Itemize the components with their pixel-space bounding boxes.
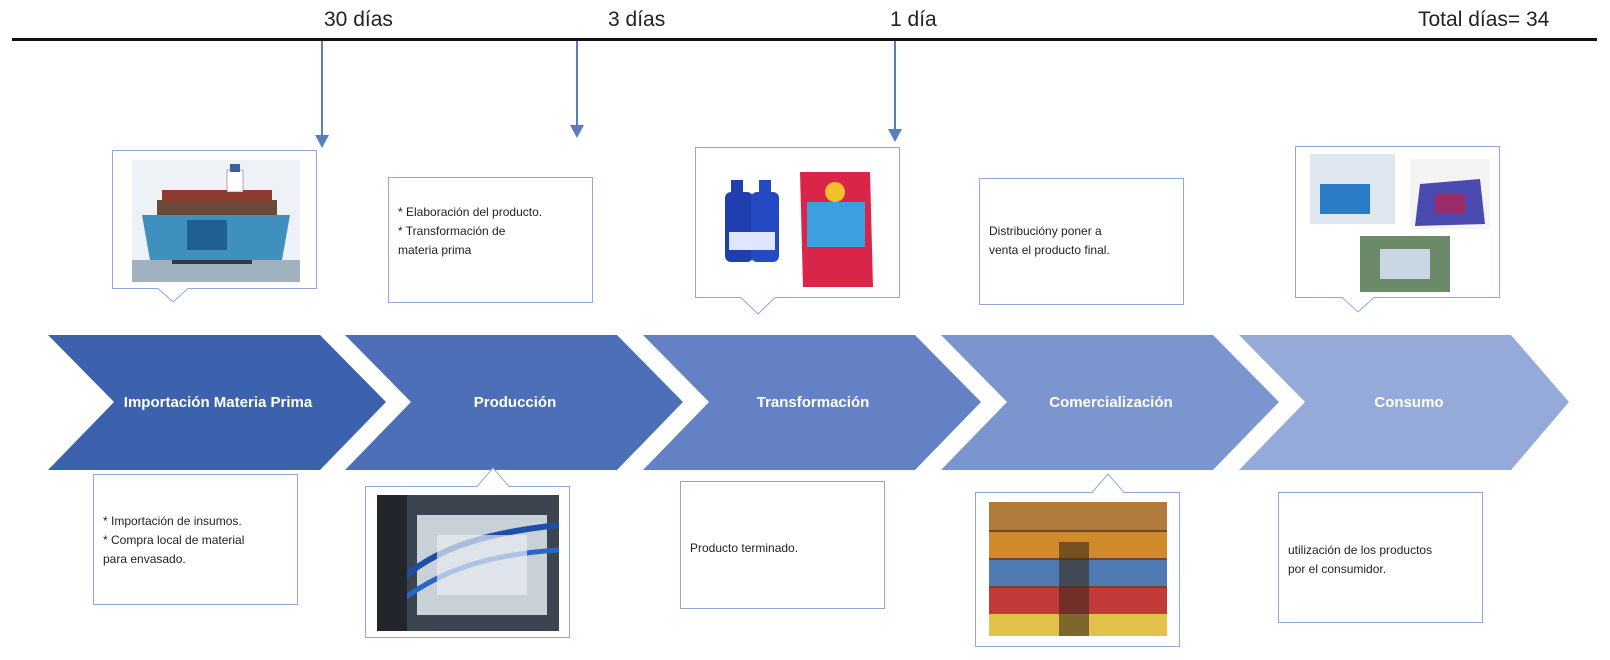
callout-store	[975, 472, 1180, 647]
stage-consumo: Consumo	[1239, 335, 1579, 470]
callout-frame	[93, 474, 298, 605]
callout-products	[695, 147, 900, 322]
detergent-bottles-image	[715, 162, 885, 292]
callout-frame	[680, 481, 885, 609]
stage-label-transformacion: Transformación	[756, 393, 870, 411]
callout-consumption	[1295, 146, 1500, 321]
grocery-store-image	[989, 502, 1167, 636]
callout-consumo-text: utilización de los productos por el cons…	[1288, 543, 1433, 576]
arrow-down-icon	[888, 129, 902, 142]
timeline-total-label: Total días= 34	[1418, 8, 1550, 31]
callout-produccion: * Elaboración del producto. * Transforma…	[388, 177, 593, 327]
callout-frame	[979, 178, 1184, 305]
arrow-shaft	[321, 41, 323, 137]
laundry-photos-image	[1310, 154, 1490, 294]
stage-label-consumo: Consumo	[1374, 393, 1444, 411]
callout-factory	[365, 462, 570, 638]
chevron-shape	[48, 335, 386, 470]
stage-comercializacion: Comercialización	[941, 335, 1281, 470]
stage-transformacion: Transformación	[643, 335, 983, 470]
timeline-label-1-day: 1 día	[890, 8, 937, 31]
cargo-ship-image	[132, 160, 300, 282]
chevron-shape	[345, 335, 683, 470]
chevron-shape	[1239, 335, 1569, 470]
callout-importacion: * Importación de insumos. * Compra local…	[93, 474, 298, 606]
callout-consumo: utilización de los productos por el cons…	[1278, 492, 1483, 623]
timeline-label-3-days: 3 días	[608, 8, 666, 31]
callout-ship	[112, 150, 317, 320]
arrow-down-icon	[570, 125, 584, 138]
callout-comercializacion-text: Distribucióny poner a venta el producto …	[989, 224, 1110, 257]
stage-importacion: Importación Materia Prima	[48, 335, 388, 470]
timeline-axis	[12, 38, 1597, 41]
stage-produccion: Producción	[345, 335, 685, 470]
stage-label-importacion: Importación Materia Prima	[123, 393, 313, 411]
factory-machinery-image	[377, 495, 559, 631]
chevron-shape	[643, 335, 981, 470]
callout-transformacion: Producto terminado.	[680, 481, 885, 609]
chevron-shape	[941, 335, 1279, 470]
stage-label-produccion: Producción	[473, 393, 557, 411]
arrow-shaft	[576, 41, 578, 127]
timeline-label-30-days: 30 días	[324, 8, 393, 31]
callout-importacion-text: * Importación de insumos. * Compra local…	[103, 514, 245, 566]
callout-frame	[1278, 492, 1483, 623]
stage-label-comercializacion: Comercialización	[1049, 393, 1173, 411]
callout-comercializacion: Distribucióny poner a venta el producto …	[979, 178, 1184, 328]
arrow-down-icon	[315, 135, 329, 148]
callout-produccion-text: * Elaboración del producto. * Transforma…	[398, 205, 543, 257]
arrow-shaft	[894, 41, 896, 131]
callout-frame	[388, 177, 593, 303]
callout-transformacion-text: Producto terminado.	[690, 541, 799, 555]
